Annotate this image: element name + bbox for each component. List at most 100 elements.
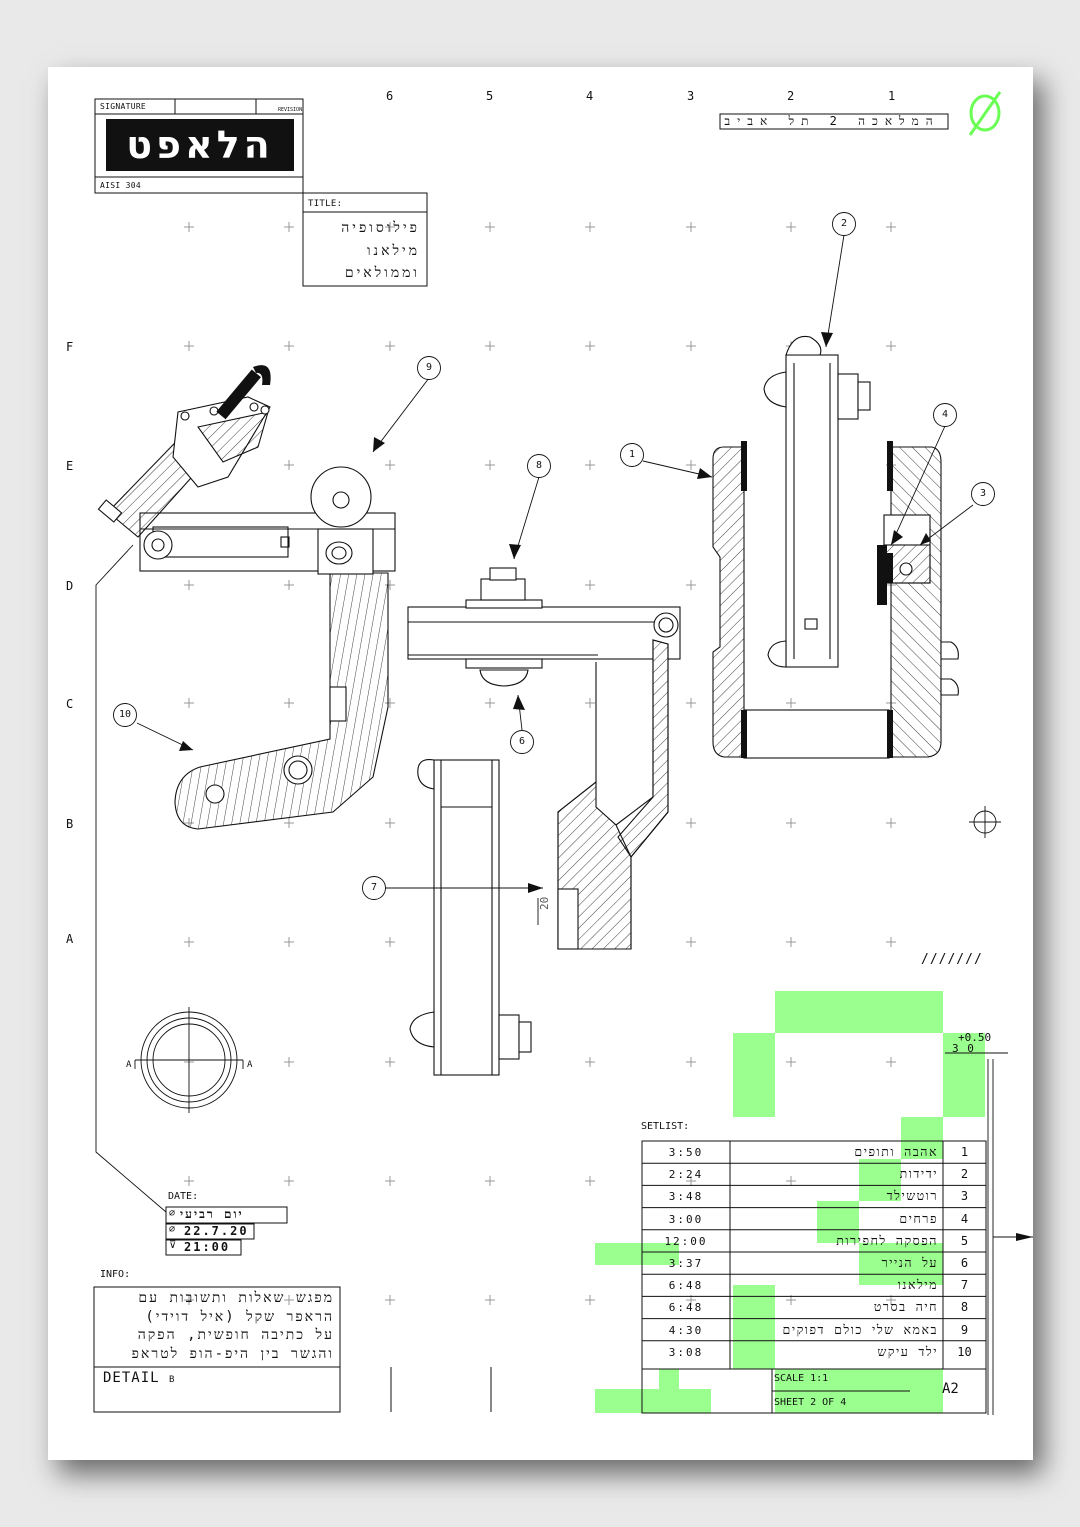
balloon-label: 10	[118, 709, 132, 720]
row-letter: E	[66, 459, 74, 473]
grid-cross	[886, 818, 896, 828]
setlist-row: 6:48 חיה בסרט 8	[642, 1296, 986, 1318]
grid-cross	[485, 222, 495, 232]
column-number: 4	[586, 89, 594, 103]
grid-cross	[786, 937, 796, 947]
grid-cross	[585, 222, 595, 232]
title-line: מילאנו	[366, 242, 420, 259]
grid-cross	[485, 341, 495, 351]
date-day: יום רביעי	[180, 1207, 244, 1221]
grid-cross	[284, 1176, 294, 1186]
setlist-number: 5	[960, 1233, 969, 1248]
grid-cross	[686, 222, 696, 232]
title-line: וממולאים	[344, 265, 420, 281]
balloon-label: 6	[518, 736, 526, 747]
date-time: 21:00	[184, 1240, 231, 1254]
drawing-sheet: 6 5 4 3 2 1 F E D C B A SIGNATURE REVISI…	[48, 67, 1033, 1460]
setlist-number: 4	[960, 1211, 969, 1226]
grid-cross	[585, 1176, 595, 1186]
grid-cross	[485, 1295, 495, 1305]
day-symbol: ∅	[169, 1208, 176, 1219]
column-number: 5	[486, 89, 494, 103]
grid-cross	[385, 222, 395, 232]
grid-cross	[485, 1176, 495, 1186]
setlist-song: רוטשילד	[886, 1188, 938, 1204]
balloon-label: 7	[370, 882, 378, 893]
section-mark-right: A	[247, 1060, 253, 1070]
balloon-label: 4	[941, 409, 949, 420]
grid-cross	[786, 1176, 796, 1186]
grid-cross	[184, 1295, 194, 1305]
setlist-number: 9	[960, 1322, 969, 1337]
grid-cross	[786, 818, 796, 828]
setlist-duration: 3:50	[668, 1146, 704, 1159]
grid-cross	[686, 580, 696, 590]
sheet-label: SHEET 2 OF 4	[774, 1397, 847, 1408]
setlist-duration: 3:48	[668, 1190, 704, 1204]
column-number: 1	[888, 89, 896, 103]
grid-cross	[886, 937, 896, 947]
grid-cross	[485, 460, 495, 470]
date-date-row: ∅ 22.7.20	[166, 1224, 254, 1239]
venue-label: המלאכה 2 תל אביב	[724, 114, 940, 128]
grid-cross	[786, 222, 796, 232]
grid-cross	[686, 1057, 696, 1067]
grid-cross	[284, 818, 294, 828]
grid-cross	[686, 818, 696, 828]
grid-cross	[184, 222, 194, 232]
detail-text: DETAIL	[103, 1370, 160, 1386]
grid-cross	[886, 341, 896, 351]
row-letter: B	[66, 817, 74, 831]
row-letter: A	[66, 932, 74, 946]
setlist-number: 3	[960, 1189, 969, 1204]
grid-cross	[585, 580, 595, 590]
row-letter: F	[66, 340, 74, 354]
setlist-song: באמא שלי כולם דפוקים	[782, 1321, 938, 1337]
grid-cross	[284, 698, 294, 708]
setlist-number: 8	[960, 1300, 969, 1315]
setlist-duration: 3:00	[668, 1212, 704, 1226]
grid-cross	[385, 1176, 395, 1186]
scale-label: SCALE 1:1	[774, 1373, 829, 1384]
title-lines: פילוסופיה מילאנו וממולאים	[306, 217, 420, 285]
grid-cross	[585, 460, 595, 470]
grid-cross	[284, 460, 294, 470]
setlist-song: הפסקה לחפירות	[836, 1232, 938, 1248]
setlist-number: 6	[960, 1256, 969, 1270]
grid-cross	[184, 341, 194, 351]
row-letter: D	[66, 579, 74, 593]
section-mark-left: A	[126, 1060, 132, 1070]
grid-cross	[786, 1057, 796, 1067]
revision-label: REVISION	[278, 107, 303, 113]
setlist-number: 1	[960, 1145, 969, 1159]
setlist-row: 4:30 באמא שלי כולם דפוקים 9	[642, 1319, 986, 1341]
date-symbol: ∅	[169, 1224, 176, 1235]
setlist-row: 3:48 רוטשילד 3	[642, 1185, 986, 1207]
grid-cross	[686, 460, 696, 470]
info-line: מפגש שאלות ותשובות עם	[138, 1290, 334, 1306]
info-label: INFO:	[100, 1269, 131, 1280]
setlist-duration: 6:48	[668, 1279, 704, 1293]
setlist-song: פרחים	[899, 1210, 938, 1226]
setlist-number: 2	[960, 1167, 969, 1182]
info-text: מפגש שאלות ותשובות עם הראפר שקל (איל דוי…	[98, 1289, 334, 1363]
date-label: DATE:	[168, 1191, 199, 1202]
grid-cross	[284, 1057, 294, 1067]
setlist-duration: 3:37	[668, 1257, 704, 1270]
setlist-duration: 6:48	[668, 1301, 704, 1315]
grid-cross	[886, 222, 896, 232]
grid-cross	[585, 1057, 595, 1067]
date-time-row: ⊽ 21:00	[166, 1240, 241, 1255]
info-line: הראפר שקל (איל דוידי)	[145, 1308, 334, 1325]
column-number: 6	[386, 89, 394, 103]
setlist-duration: 4:30	[668, 1323, 704, 1337]
setlist-song: חיה בסרט	[873, 1299, 938, 1315]
technical-drawing	[93, 91, 1033, 1415]
setlist-number: 7	[960, 1278, 969, 1293]
grid-cross	[886, 1057, 896, 1067]
balloon-label: 1	[628, 449, 636, 460]
